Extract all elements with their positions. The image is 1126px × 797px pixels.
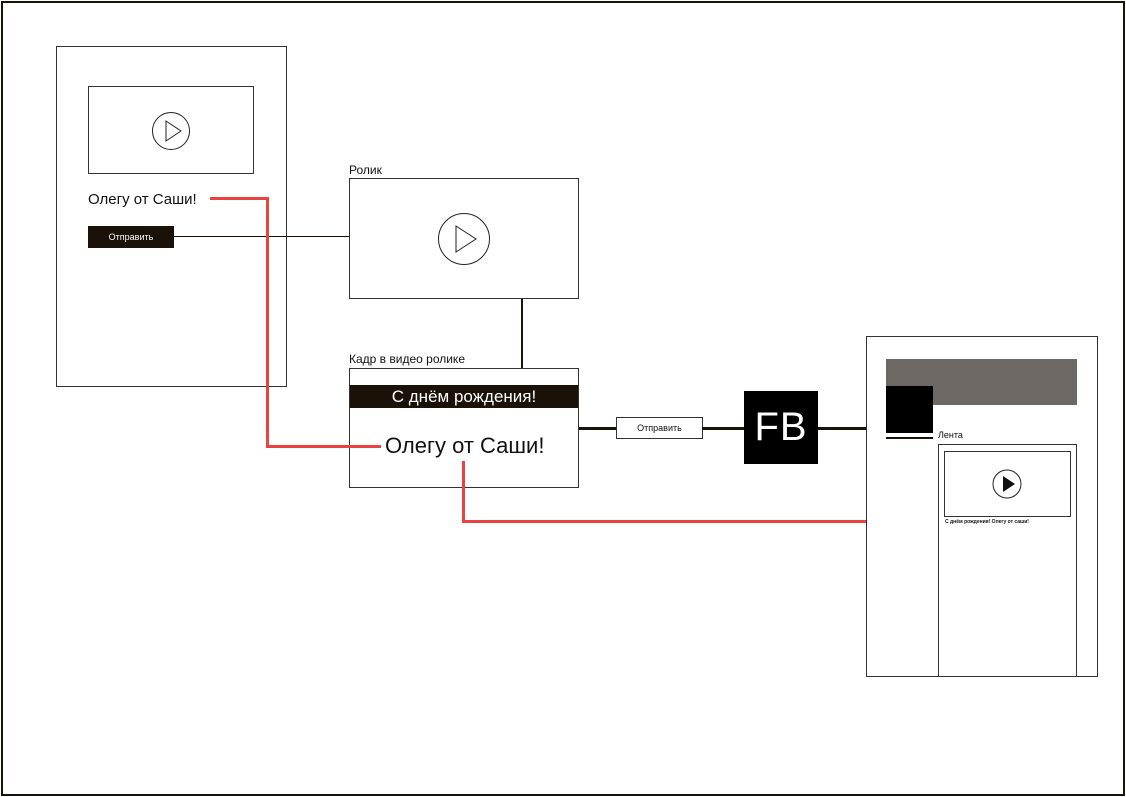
feed-post-caption: С днём рождения! Олегу от саши! (945, 519, 1029, 525)
red-link-caption-vertical (462, 461, 465, 523)
fb-logo: FB (744, 391, 818, 464)
clip-label: Ролик (349, 163, 382, 177)
feed-divider (886, 437, 933, 439)
connector-send-to-clip (174, 236, 350, 237)
phone-send-button[interactable]: Отправить (88, 226, 174, 248)
connector-frame-to-send (579, 427, 617, 430)
frame-banner: С днём рождения! (350, 385, 578, 408)
frame-greeting-text: Олегу от Саши! (385, 433, 545, 458)
feed-label: Лента (938, 430, 963, 440)
red-link-greeting-vertical (266, 197, 269, 448)
play-filled-icon[interactable] (992, 469, 1022, 499)
send-button[interactable]: Отправить (616, 417, 703, 439)
connector-send-to-fb (702, 427, 746, 430)
play-icon[interactable] (437, 212, 491, 266)
frame-label: Кадр в видео ролике (349, 352, 465, 366)
play-icon[interactable] (151, 111, 191, 151)
connector-fb-to-feed (818, 427, 868, 430)
red-link-greeting-horizontal-top (210, 197, 269, 200)
red-link-caption-horizontal (462, 520, 942, 523)
feed-avatar (886, 386, 933, 433)
phone-video-thumbnail[interactable] (88, 86, 254, 174)
connector-clip-to-frame (521, 299, 523, 368)
clip-box[interactable] (349, 178, 579, 299)
red-link-greeting-horizontal-bottom (266, 445, 381, 448)
phone-greeting-text: Олегу от Саши! (88, 191, 197, 208)
